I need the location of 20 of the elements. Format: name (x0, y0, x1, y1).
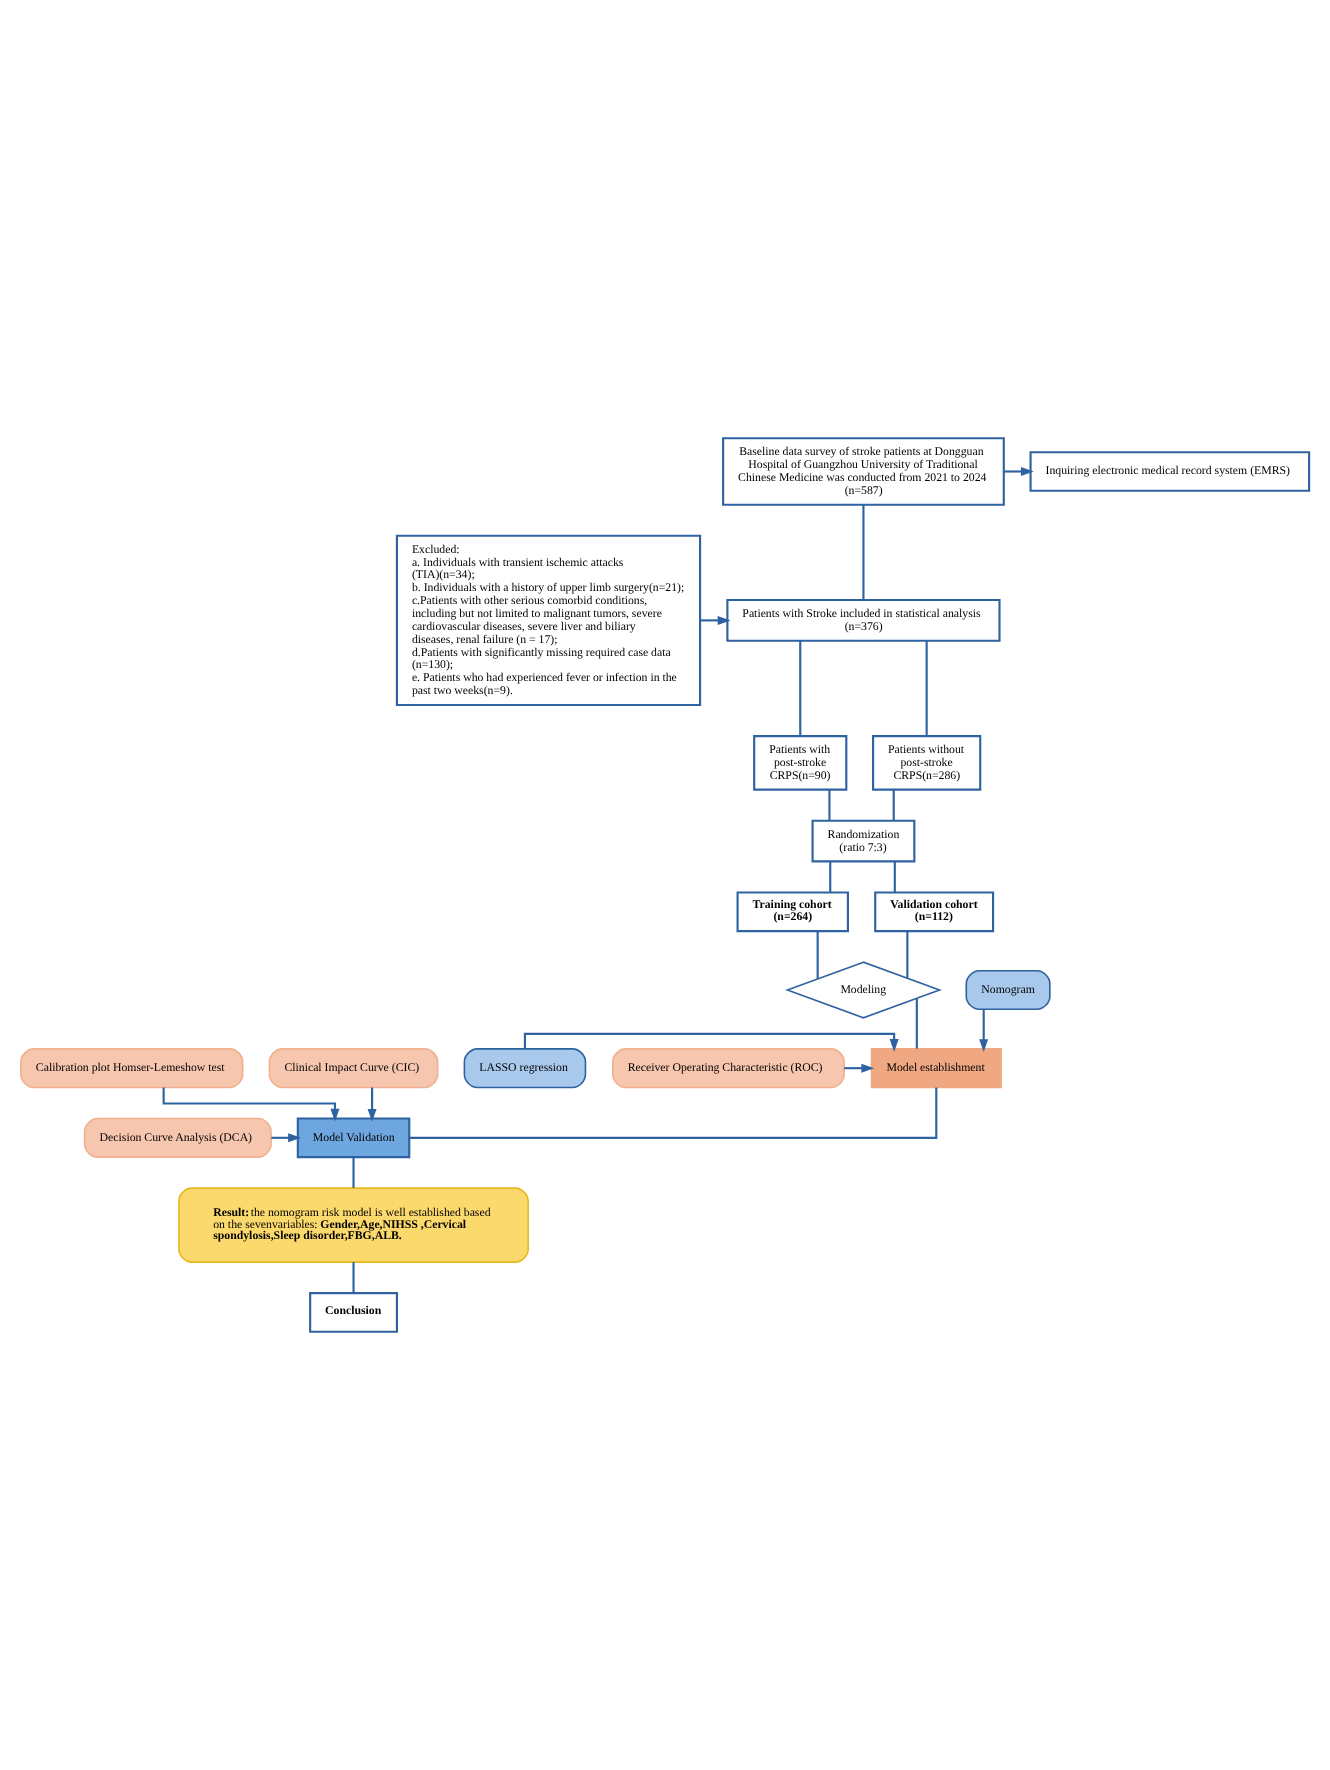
connector (915, 998, 918, 1049)
connector (816, 931, 819, 979)
connector (893, 861, 896, 893)
connector (925, 640, 928, 736)
arrow (844, 1063, 875, 1073)
connector (828, 789, 831, 821)
connector (799, 640, 802, 736)
connector (906, 931, 909, 978)
arrow (367, 1087, 377, 1122)
arrow (523, 1032, 899, 1052)
arrow (1004, 467, 1034, 476)
arrow (979, 1009, 989, 1053)
connector (352, 1262, 355, 1293)
connector (892, 789, 895, 821)
connector (829, 861, 832, 893)
arrow (162, 1087, 340, 1122)
connector (409, 1087, 938, 1139)
connector (352, 1157, 355, 1188)
arrow (700, 615, 731, 625)
connector (862, 504, 865, 600)
